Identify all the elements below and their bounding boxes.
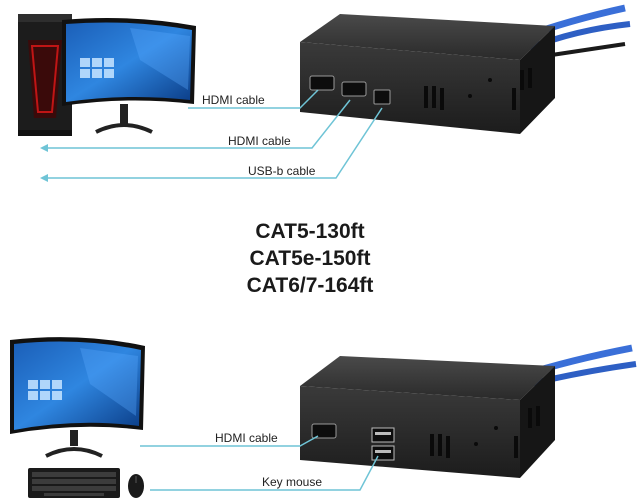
spec-cat5: CAT5-130ft [255,220,365,243]
extender-box-top [300,14,555,134]
label-key-mouse: Key mouse [262,475,322,489]
monitor-icon [10,337,145,458]
label-usb-cable: USB-b cable [248,164,316,178]
cable-lines-bottom [140,435,379,491]
keyboard-icon [28,468,120,498]
mouse-icon [128,474,144,498]
label-hdmi-cable-2: HDMI cable [228,134,291,148]
label-hdmi-cable-1: HDMI cable [202,93,265,107]
label-hdmi-cable-3: HDMI cable [215,431,278,445]
arrow-icon [40,174,48,182]
spec-cat5e: CAT5e-150ft [249,247,371,270]
extender-box-bottom [300,356,555,478]
monitor-icon [62,18,196,134]
spec-cat6-7: CAT6/7-164ft [246,274,374,297]
arrow-icon [40,144,48,152]
cable-lines-top [48,89,383,179]
